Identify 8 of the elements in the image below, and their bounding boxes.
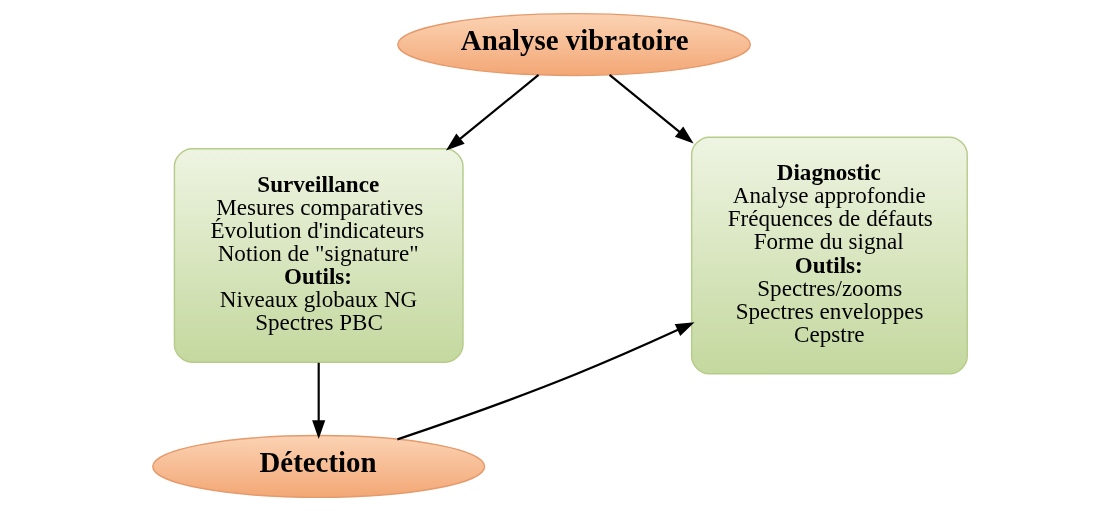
node-ellipse: Détection (152, 434, 486, 499)
arrow (445, 74, 540, 151)
node-ellipse: Analyse vibratoire (397, 12, 752, 77)
arrow (312, 362, 326, 440)
node-box: Diagnostic Analyse approfondie Fréquences de défauts Forme du signal Outils: Spectres/zooms Spectres enveloppes Cepstre (690, 136, 968, 375)
node-box: Surveillance Mesures comparatives Évolution d'indicateurs Notion de "signature" Outils: Niveaux globaux NG Spectres PBC (173, 148, 464, 363)
arrow (608, 74, 694, 144)
arrow (397, 322, 695, 441)
